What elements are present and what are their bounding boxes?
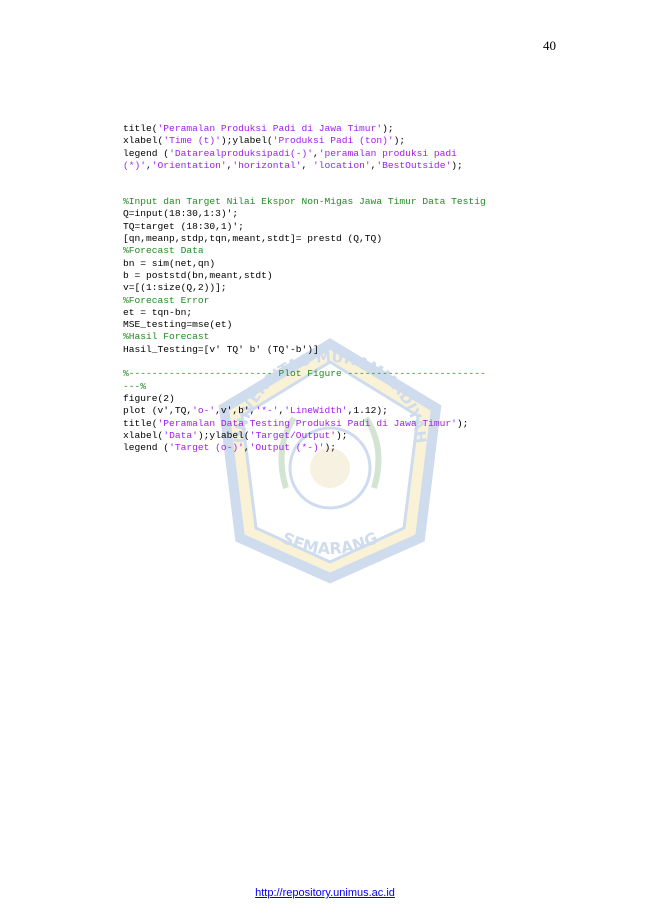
- code-text: title(: [123, 417, 158, 429]
- code-string: 'Datarealproduksipadi(-)': [169, 147, 313, 159]
- code-string: '*-': [255, 405, 279, 417]
- code-line: xlabel('Data');ylabel('Target/Output');: [123, 430, 563, 442]
- code-text: MSE_testing=mse(et): [123, 319, 233, 331]
- code-string: 'Orientation': [151, 159, 227, 171]
- code-text: );: [451, 159, 463, 171]
- code-text: );: [382, 123, 394, 134]
- code-gap: [123, 172, 563, 196]
- code-text: ,1.12);: [347, 405, 388, 417]
- code-line: %Forecast Data: [123, 245, 563, 257]
- code-line: %Input dan Target Nilai Ekspor Non-Migas…: [123, 196, 563, 208]
- code-text: );ylabel(: [197, 429, 250, 441]
- code-string: 'location': [313, 159, 371, 171]
- code-line: bn = sim(net,qn): [123, 258, 563, 270]
- code-string: 'o-': [192, 405, 216, 417]
- university-logo-watermark: UNIVERSITAS MUHAMMADIYAH SEMARANG: [218, 338, 442, 584]
- code-string: 'Peramalan Produksi Padi di Jawa Timur': [157, 123, 383, 134]
- code-text: title(: [123, 123, 158, 134]
- code-string: 'LineWidth': [284, 405, 348, 417]
- code-line: figure(2): [123, 393, 563, 405]
- code-text: legend (: [123, 147, 170, 159]
- code-text: [qn,meanp,stdp,tqn,meant,stdt]= prestd (…: [123, 233, 383, 245]
- code-line: MSE_testing=mse(et): [123, 319, 563, 331]
- code-string: 'Output (*-)': [249, 442, 325, 454]
- code-comment: %Input dan Target Nilai Ekspor Non-Migas…: [123, 196, 486, 208]
- code-text: ,: [278, 405, 285, 417]
- code-text: et = tqn-bn;: [123, 306, 193, 318]
- code-text: );: [324, 442, 337, 454]
- code-comment: %Forecast Data: [123, 245, 204, 257]
- code-string: 'Time (t)': [163, 135, 221, 147]
- code-string: 'Produksi Padi (ton)': [272, 135, 394, 147]
- code-text: v=[(1:size(Q,2))];: [123, 282, 227, 294]
- code-string: 'Target/Output': [249, 429, 337, 441]
- code-text: ,: [370, 159, 377, 171]
- code-string: 'Peramalan Data Testing Produksi Padi di…: [157, 417, 457, 429]
- code-text: bn = sim(net,qn): [123, 257, 216, 269]
- code-line: %Hasil Forecast: [123, 331, 563, 343]
- code-text: xlabel(: [123, 135, 164, 147]
- repository-link[interactable]: http://repository.unimus.ac.id: [255, 887, 395, 899]
- code-line: et = tqn-bn;: [123, 307, 563, 319]
- code-text: );: [456, 417, 469, 429]
- code-comment: %------------------------- Plot Figure -…: [123, 368, 486, 380]
- code-text: b = poststd(bn,meant,stdt): [123, 269, 273, 281]
- code-text: Hasil_Testing=[v' TQ' b' (TQ'-b')]: [123, 343, 319, 355]
- code-text: ,: [243, 442, 250, 454]
- code-line: b = poststd(bn,meant,stdt): [123, 270, 563, 282]
- code-text: ,: [301, 159, 314, 171]
- code-text: ,: [226, 159, 233, 171]
- code-text: );: [393, 135, 406, 147]
- code-text: figure(2): [123, 392, 175, 404]
- code-comment: ---%: [123, 380, 147, 392]
- code-blank-line: [123, 356, 563, 368]
- code-line: title('Peramalan Data Testing Produksi P…: [123, 418, 563, 430]
- code-text: plot (v',TQ,: [123, 405, 193, 417]
- code-line: legend ('Target (o-)','Output (*-)');: [123, 442, 563, 454]
- code-line: Q=input(18:30,1:3)';: [123, 208, 563, 220]
- code-string: 'Target (o-)': [169, 442, 244, 454]
- code-line: Hasil_Testing=[v' TQ' b' (TQ'-b')]: [123, 344, 563, 356]
- code-line: v=[(1:size(Q,2))];: [123, 282, 563, 294]
- matlab-code-block: title('Peramalan Produksi Padi di Jawa T…: [123, 123, 563, 454]
- code-line: legend ('Datarealproduksipadi(-)','peram…: [123, 148, 563, 160]
- code-string: (*)': [123, 159, 147, 171]
- code-comment: %Forecast Error: [123, 294, 210, 306]
- code-string: 'horizontal': [232, 159, 302, 171]
- code-line: plot (v',TQ,'o-',v',b','*-','LineWidth',…: [123, 405, 563, 417]
- code-line: %Forecast Error: [123, 295, 563, 307]
- code-text: ,v',b',: [215, 405, 256, 417]
- footer: http://repository.unimus.ac.id: [0, 887, 650, 899]
- code-text: );: [336, 429, 348, 441]
- code-text: );ylabel(: [220, 135, 273, 147]
- code-line: [qn,meanp,stdp,tqn,meant,stdt]= prestd (…: [123, 233, 563, 245]
- code-string: 'BestOutside': [376, 159, 452, 171]
- code-text: xlabel(: [123, 429, 164, 441]
- code-line: (*)','Orientation','horizontal', 'locati…: [123, 160, 563, 172]
- code-line: %------------------------- Plot Figure -…: [123, 368, 563, 380]
- page-number: 40: [543, 38, 556, 53]
- code-line: title('Peramalan Produksi Padi di Jawa T…: [123, 123, 563, 135]
- code-line: TQ=target (18:30,1)';: [123, 221, 563, 233]
- code-text: legend (: [123, 442, 170, 454]
- code-line: xlabel('Time (t)');ylabel('Produksi Padi…: [123, 135, 563, 147]
- code-string: 'Data': [163, 429, 198, 441]
- code-text: ,: [313, 147, 319, 159]
- code-string: 'peramalan produksi padi: [318, 147, 457, 159]
- code-text: TQ=target (18:30,1)';: [123, 220, 244, 232]
- code-text: ,: [146, 159, 152, 171]
- code-comment: %Hasil Forecast: [123, 331, 210, 343]
- code-text: Q=input(18:30,1:3)';: [123, 208, 239, 220]
- code-line: ---%: [123, 381, 563, 393]
